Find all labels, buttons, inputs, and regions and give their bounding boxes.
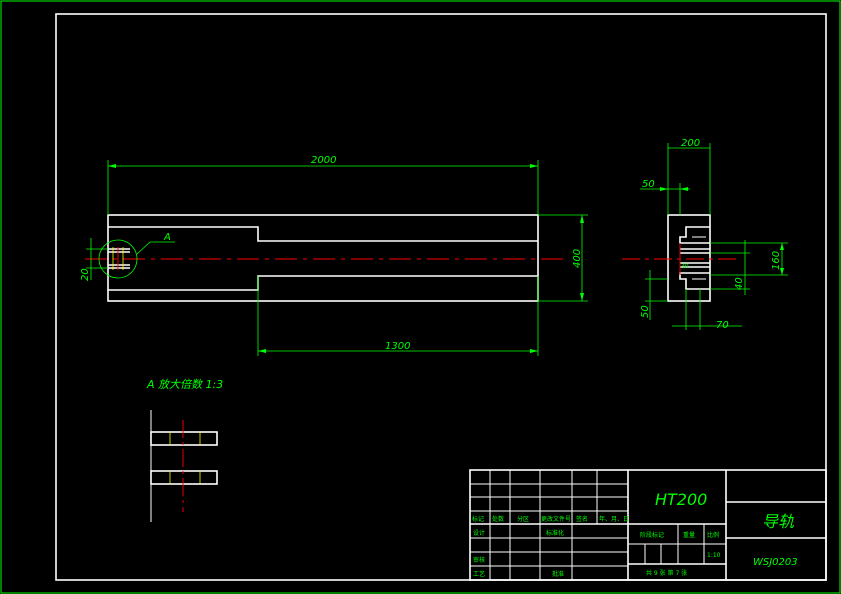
label-change-doc: 更改文件号 — [541, 515, 571, 523]
front-view: A 2000 1300 400 20 — [80, 155, 588, 356]
label-zone: 分区 — [517, 515, 529, 523]
dim-50-lower: 50 — [640, 305, 651, 318]
dim-50-top: 50 — [642, 179, 655, 190]
part-name: 导轨 — [762, 512, 794, 531]
scale-value: 1:10 — [707, 552, 721, 559]
detail-marker-label: A — [163, 232, 171, 243]
lower-groove-line — [108, 275, 538, 291]
label-process: 工艺 — [473, 570, 485, 578]
dim-2000: 2000 — [311, 155, 336, 166]
side-outline — [667, 214, 711, 302]
label-weight: 重量 — [683, 531, 695, 539]
dim-30: 30 — [681, 263, 689, 270]
detail-circle-a — [98, 239, 138, 279]
inner-frame — [55, 13, 827, 581]
drawing-number: WSJ0203 — [753, 557, 798, 568]
label-count: 处数 — [492, 515, 504, 523]
dim-40: 40 — [734, 277, 745, 290]
detail-view: A 放大倍数 1:3 — [146, 378, 223, 522]
label-stage: 阶段标记 — [640, 531, 664, 539]
label-ratio: 比例 — [707, 531, 719, 539]
sheet-info: 共 9 张 第 7 张 — [646, 569, 687, 577]
side-view: 200 50 50 160 40 70 30 — [622, 138, 788, 331]
label-mark: 标记 — [472, 515, 484, 523]
label-review: 审核 — [473, 556, 485, 564]
dim-160: 160 — [771, 251, 782, 270]
dim-1300: 1300 — [385, 341, 410, 352]
dim-200: 200 — [681, 138, 700, 149]
label-standardize: 标准化 — [546, 529, 564, 537]
label-sign: 签名 — [576, 515, 588, 523]
detail-title: A 放大倍数 1:3 — [146, 378, 223, 391]
label-approve: 批准 — [552, 570, 564, 578]
dim-20: 20 — [80, 268, 91, 281]
title-block: 标记 处数 分区 更改文件号 签名 年、月、日 设计 标准化 审核 工艺 批准 … — [469, 469, 827, 581]
dim-70: 70 — [716, 320, 729, 331]
front-outline — [107, 214, 539, 302]
upper-groove-line — [108, 226, 538, 242]
label-date: 年、月、日 — [599, 515, 629, 523]
dim-400: 400 — [572, 249, 583, 268]
label-design: 设计 — [473, 529, 485, 537]
material: HT200 — [655, 490, 707, 509]
